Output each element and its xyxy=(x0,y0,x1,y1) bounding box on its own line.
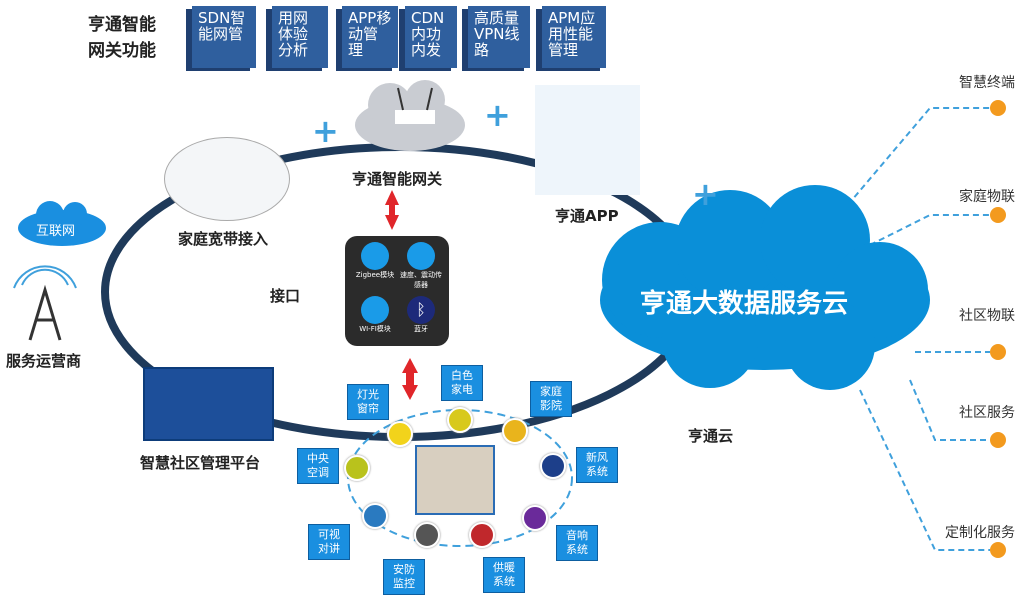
platform-image xyxy=(143,367,274,441)
fresh-air-icon xyxy=(540,453,566,479)
plus-icon: + xyxy=(312,112,339,150)
big-cloud-shape xyxy=(600,185,930,390)
internet-label: 互联网 xyxy=(36,224,76,239)
tv-icon xyxy=(447,407,473,433)
service-smart-terminal: 智慧终端 xyxy=(959,75,1015,91)
bluetooth-icon: ᛒ xyxy=(407,296,435,324)
gateway-features-title: 亨通智能网关功能 xyxy=(88,15,156,61)
service-lines xyxy=(834,107,990,551)
feature-sdn: SDN智能网管 xyxy=(192,6,256,68)
tower-icon xyxy=(13,265,77,341)
chip-icon xyxy=(361,242,389,270)
service-dot xyxy=(990,207,1006,223)
feature-cdn: CDN内功内发 xyxy=(405,6,457,68)
feature-apm: APM应用性能管理 xyxy=(542,6,606,68)
app-image xyxy=(535,85,640,195)
device-lighting: 灯光窗帘 xyxy=(347,384,389,420)
chip-icon xyxy=(407,242,435,270)
feature-app: APP移动管理 xyxy=(342,6,398,68)
app-label: 亨通APP xyxy=(555,207,619,225)
plus-icon: + xyxy=(692,175,719,213)
service-custom: 定制化服务 xyxy=(945,525,1015,541)
big-data-cloud-title: 亨通大数据服务云 xyxy=(640,289,849,319)
service-dot xyxy=(990,344,1006,360)
router-image xyxy=(395,110,435,124)
smart-home-image xyxy=(415,445,495,515)
interface-label: 接口 xyxy=(270,287,301,305)
device-fresh-air: 新风系统 xyxy=(576,447,618,483)
broadband-image xyxy=(164,137,290,221)
platform-label: 智慧社区管理平台 xyxy=(140,454,261,472)
service-dot xyxy=(990,100,1006,116)
service-community: 社区服务 xyxy=(959,405,1015,421)
ac-icon xyxy=(344,455,370,481)
operator-label: 服务运营商 xyxy=(6,352,82,370)
device-home-theater: 家庭影院 xyxy=(530,381,572,417)
internet-cloud-shape xyxy=(18,201,106,246)
camera-icon xyxy=(414,522,440,548)
service-dot xyxy=(990,432,1006,448)
home-broadband-label: 家庭宽带接入 xyxy=(178,230,269,248)
module-sensor: 速度、震动传感器 xyxy=(399,242,443,290)
device-ac: 中央空调 xyxy=(297,448,339,484)
service-community-iot: 社区物联 xyxy=(959,308,1015,324)
device-heating: 供暖系统 xyxy=(483,557,525,593)
device-audio: 音响系统 xyxy=(556,525,598,561)
chip-icon xyxy=(361,296,389,324)
feature-vpn: 高质量VPN线路 xyxy=(468,6,530,68)
speaker-icon xyxy=(522,505,548,531)
device-appliances: 白色家电 xyxy=(441,365,483,401)
feature-experience: 用网体验分析 xyxy=(272,6,328,68)
module-zigbee: Zigbee模块 xyxy=(353,242,397,280)
service-home-iot: 家庭物联 xyxy=(959,189,1015,205)
thermometer-icon xyxy=(469,522,495,548)
gateway-label: 亨通智能网关 xyxy=(352,170,443,188)
module-wifi: WI-FI模块 xyxy=(353,296,397,334)
plus-icon: + xyxy=(484,96,511,134)
red-arrow-icon xyxy=(385,190,418,400)
device-intercom: 可视对讲 xyxy=(308,524,350,560)
microphone-icon xyxy=(362,503,388,529)
theater-icon xyxy=(502,418,528,444)
device-security: 安防监控 xyxy=(383,559,425,595)
cloud-label: 亨通云 xyxy=(688,427,734,445)
service-dot xyxy=(990,542,1006,558)
lightbulb-icon xyxy=(387,421,413,447)
